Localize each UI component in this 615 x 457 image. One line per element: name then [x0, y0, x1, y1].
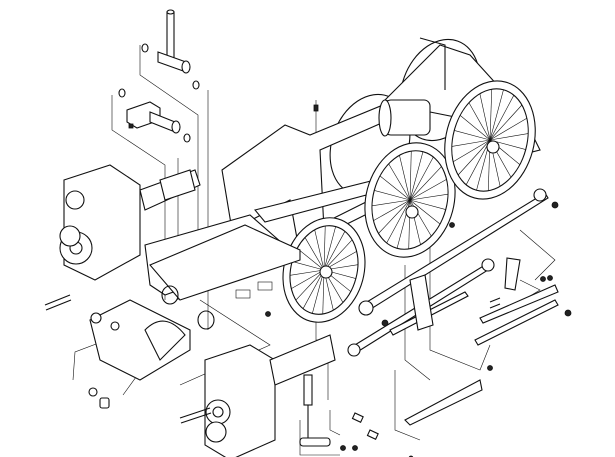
wheel-spoke — [297, 248, 325, 271]
wheel-spoke — [489, 95, 515, 141]
wheel-spoke — [468, 102, 491, 141]
wheel-spoke — [489, 133, 529, 141]
wheel-spoke — [409, 199, 441, 225]
wheel-spoke — [292, 261, 325, 271]
wheel-spoke — [479, 93, 491, 141]
wheel-spoke — [314, 229, 325, 271]
wheel-spoke — [290, 269, 325, 276]
wheel-spoke — [371, 199, 411, 207]
wheel-spoke — [312, 269, 325, 314]
coupling-rods — [347, 188, 559, 426]
right-cylinder-block — [179, 334, 336, 457]
wheel-spoke — [409, 166, 442, 201]
wheel-spoke — [453, 139, 491, 163]
wheel-spoke — [409, 199, 446, 210]
wheel-spoke — [379, 175, 411, 201]
wheel-spoke — [295, 269, 325, 301]
driving-wheels — [282, 80, 536, 323]
wheel-rear — [444, 80, 536, 200]
wheel-spoke — [489, 89, 493, 141]
wheel-spoke — [374, 190, 411, 201]
wheel-spoke — [388, 163, 411, 201]
wheel-spoke — [409, 179, 447, 201]
wheel-spoke — [304, 237, 325, 271]
wheel-front — [282, 217, 366, 323]
wheel-spoke — [323, 226, 326, 271]
wheel-spoke — [409, 156, 434, 201]
steam-pipe-assembly — [118, 9, 200, 143]
wheel-spoke — [489, 104, 523, 141]
wheel-spoke — [465, 139, 491, 185]
wheel-spoke — [378, 199, 411, 234]
wheel-spoke — [323, 239, 353, 271]
wheel-spoke — [489, 117, 527, 141]
wheel-middle — [364, 142, 456, 258]
wheel-spoke — [454, 130, 491, 141]
valve-gear — [299, 257, 521, 447]
wheel-spoke — [409, 193, 449, 201]
wheel-spoke — [457, 139, 491, 176]
side-frame — [89, 214, 301, 381]
wheel-spoke — [489, 89, 504, 141]
wheel-spoke — [373, 199, 411, 221]
wheel-spoke — [409, 151, 424, 201]
left-cylinder-block — [44, 164, 201, 409]
wheel-spoke — [386, 199, 411, 244]
wheel-spoke — [409, 151, 412, 201]
wheel-spoke — [399, 155, 411, 201]
wheel-spoke — [451, 139, 491, 147]
wheel-spoke — [302, 269, 325, 309]
wheel-spoke — [323, 226, 336, 271]
wheel-spoke — [323, 231, 346, 271]
wheel-spoke — [291, 269, 325, 289]
wheel-spoke — [459, 115, 491, 141]
